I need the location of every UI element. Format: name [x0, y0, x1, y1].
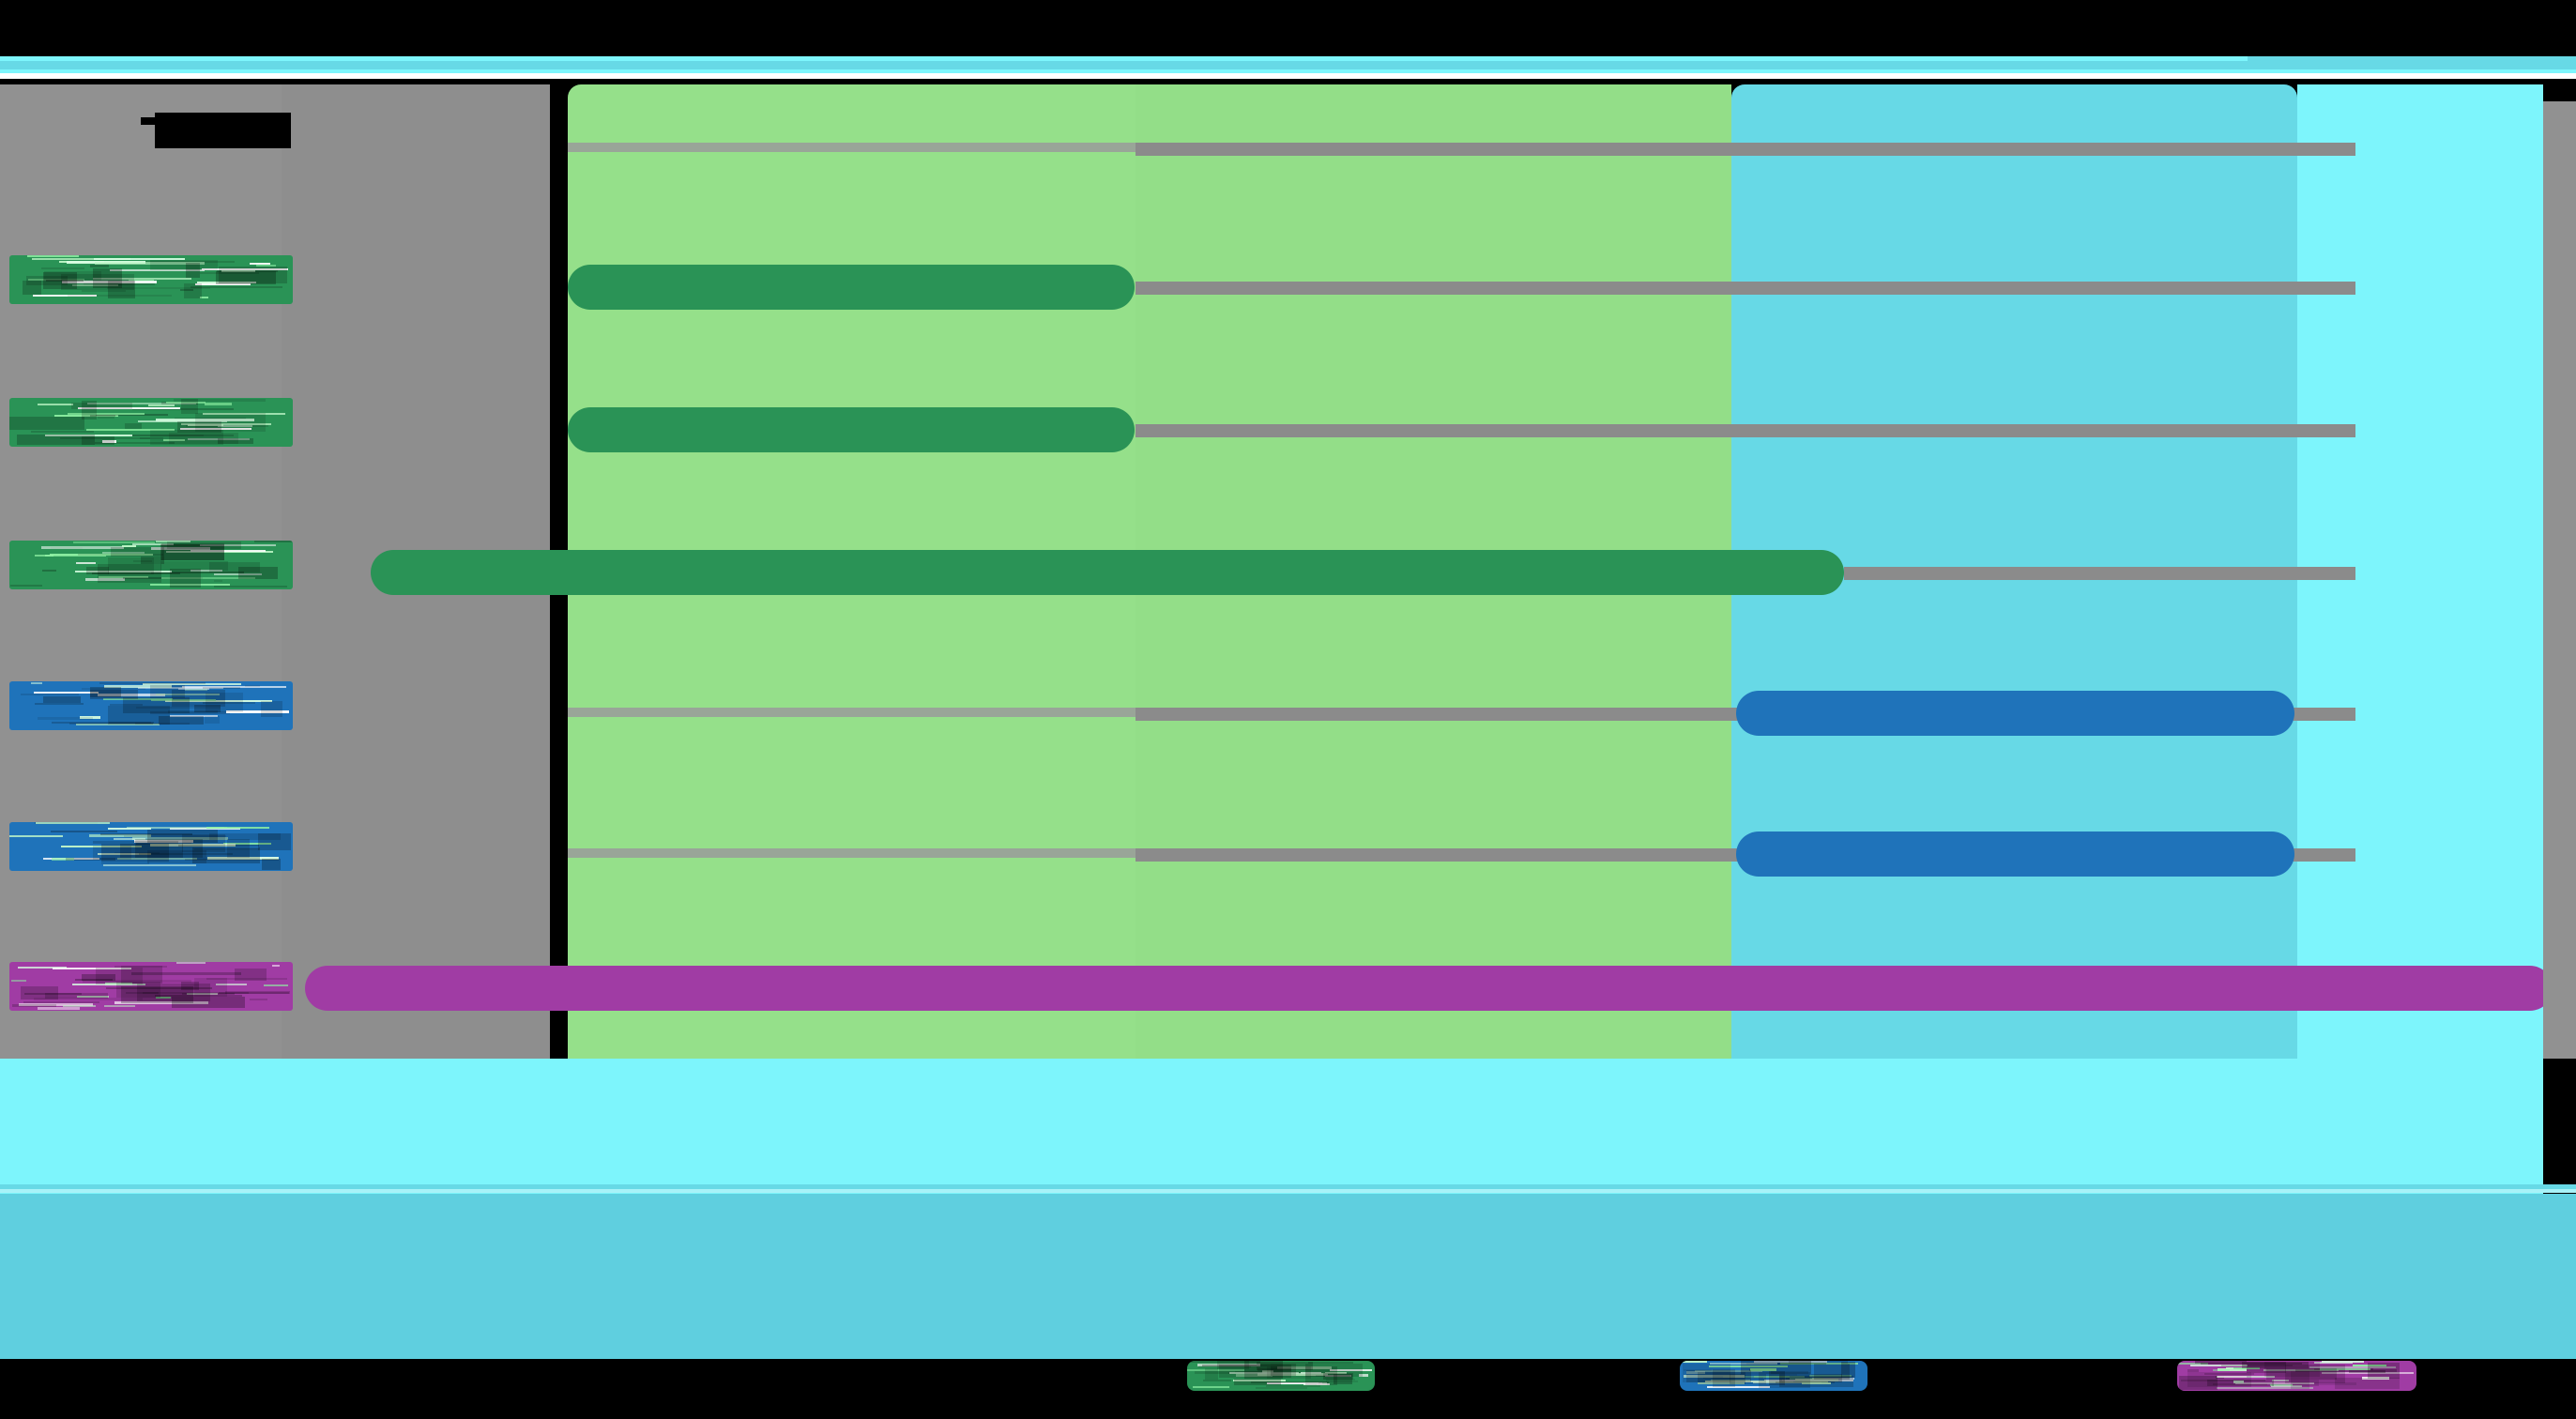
row-label-chip-6[interactable]	[9, 962, 293, 1011]
gridline-row-0	[1136, 143, 2355, 156]
vertical-scrollbar[interactable]	[2543, 101, 2576, 1059]
row-label-redaction-1	[9, 255, 293, 304]
top-divider-line	[0, 73, 2576, 79]
gantt-bar-row-4[interactable]	[1736, 691, 2294, 736]
footer-light-row	[0, 1059, 2543, 1194]
row-label-redaction-3	[9, 541, 293, 589]
row-label-redaction-2	[9, 398, 293, 447]
row-label-chip-5[interactable]	[9, 822, 293, 871]
column-header-redaction	[155, 113, 291, 148]
legend-item-1[interactable]	[1680, 1361, 1867, 1391]
gantt-bar-row-1[interactable]	[568, 265, 1135, 310]
column-header-redaction-tail	[141, 117, 161, 125]
session-band-1-subsegment	[1136, 84, 1731, 1194]
row-label-chip-3[interactable]	[9, 541, 293, 589]
footer-seam-upper	[0, 1184, 2576, 1189]
gantt-bar-row-6[interactable]	[305, 966, 2553, 1011]
gridline-row-4	[568, 708, 1136, 717]
legend-item-0[interactable]	[1187, 1361, 1375, 1391]
top-strip-notch	[2248, 56, 2576, 62]
gantt-bar-row-5[interactable]	[1736, 832, 2294, 877]
row-label-redaction-6	[9, 962, 293, 1011]
footer-band	[0, 1194, 2576, 1359]
row-label-chip-1[interactable]	[9, 255, 293, 304]
session-band-2[interactable]	[1731, 84, 2297, 1194]
gridline-row-1	[1136, 282, 2355, 295]
gantt-bar-row-3[interactable]	[371, 550, 1844, 595]
gridline-row-0	[568, 143, 1136, 152]
gridline-row-2	[1136, 424, 2355, 437]
row-label-redaction-5	[9, 822, 293, 871]
gridline-row-5	[568, 848, 1136, 858]
row-label-chip-4[interactable]	[9, 681, 293, 730]
top-accent-strip-outer	[0, 56, 2576, 61]
gridline-row-3	[1844, 567, 2355, 580]
legend-item-2[interactable]	[2177, 1361, 2416, 1391]
session-band-3[interactable]	[2297, 84, 2543, 1194]
row-label-redaction-4	[9, 681, 293, 730]
top-accent-strip-mid	[0, 61, 2576, 69]
row-label-chip-2[interactable]	[9, 398, 293, 447]
gantt-bar-row-2[interactable]	[568, 407, 1135, 452]
top-accent-strip-inner	[0, 69, 2576, 73]
footer-seam-lower	[0, 1189, 2576, 1193]
